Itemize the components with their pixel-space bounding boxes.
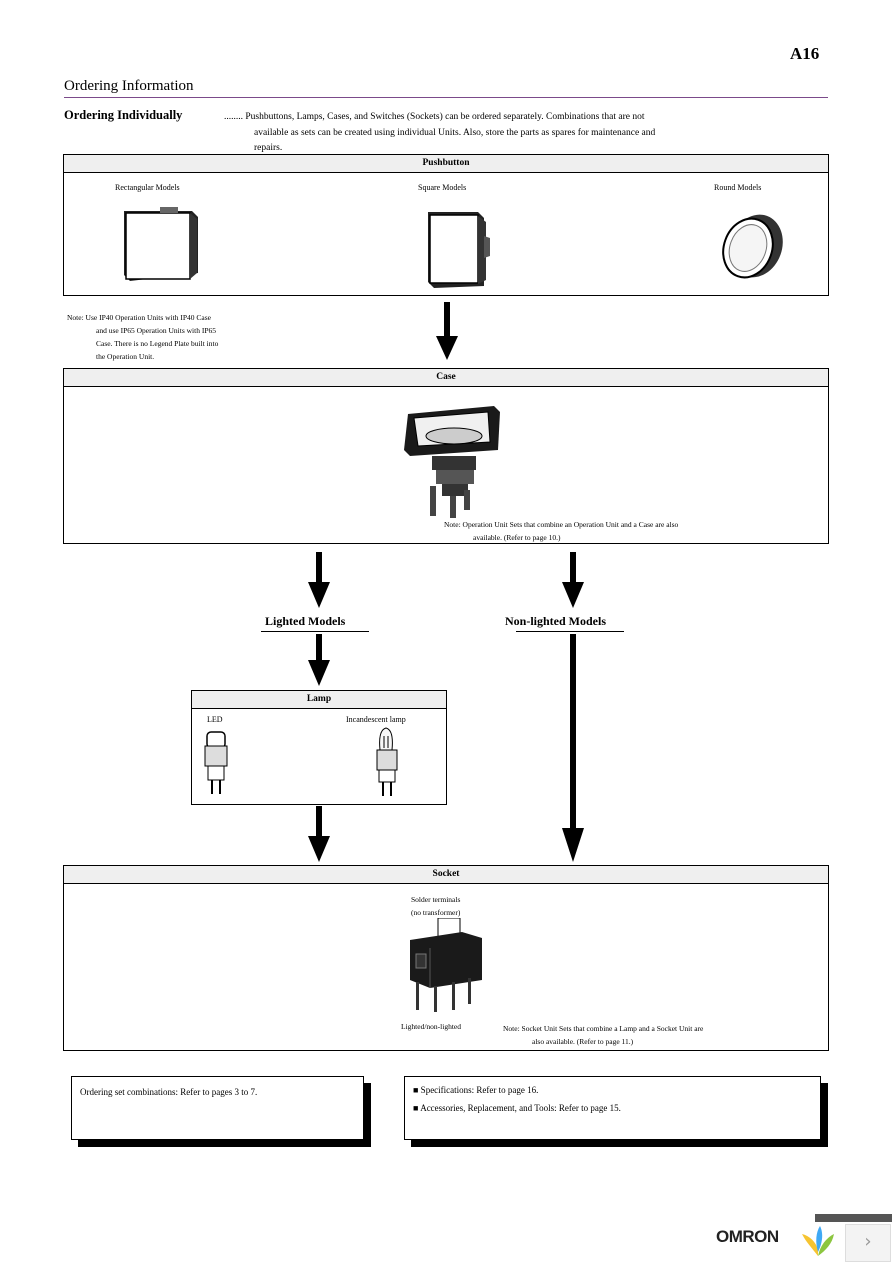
non-lighted-rule xyxy=(516,631,624,632)
arrow-down-icon xyxy=(436,302,458,360)
specifications-ref: ■ Specifications: Refer to page 16. xyxy=(413,1085,539,1095)
socket-image xyxy=(410,918,482,1012)
specs-ref-box: ■ Specifications: Refer to page 16. ■ Ac… xyxy=(404,1076,821,1140)
arrow-down-icon xyxy=(308,552,330,608)
ip-note: Note: Use IP40 Operation Units with IP40… xyxy=(67,313,219,361)
ordering-individually-label: Ordering Individually xyxy=(64,108,183,122)
case-title: Case xyxy=(64,369,828,387)
arrow-down-icon xyxy=(562,634,584,862)
lamp-box: Lamp xyxy=(191,690,447,805)
arrow-down-icon xyxy=(308,634,330,686)
socket-note: Note: Socket Unit Sets that combine a La… xyxy=(503,1024,704,1046)
square-pushbutton-image xyxy=(428,212,490,288)
led-lamp-image xyxy=(204,731,228,794)
case-note: Note: Operation Unit Sets that combine a… xyxy=(444,520,679,542)
ordering-individually-description: ........ Pushbuttons, Lamps, Cases, and … xyxy=(224,110,674,157)
nav-bar xyxy=(815,1214,892,1222)
app-logo-icon xyxy=(802,1226,834,1256)
round-models-label: Round Models xyxy=(714,183,762,192)
arrow-down-icon xyxy=(562,552,584,608)
socket-title: Socket xyxy=(64,866,828,884)
section-rule xyxy=(64,97,828,98)
incandescent-lamp-image xyxy=(376,727,398,796)
desc-line-2: available as sets can be created using i… xyxy=(254,127,656,138)
led-label: LED xyxy=(207,715,223,724)
ordering-set-ref: Ordering set combinations: Refer to page… xyxy=(80,1087,258,1097)
lighted-non-lighted-caption: Lighted/non-lighted xyxy=(401,1022,461,1031)
lighted-rule xyxy=(261,631,369,632)
ordering-set-ref-box: Ordering set combinations: Refer to page… xyxy=(71,1076,364,1140)
round-pushbutton-image xyxy=(722,214,783,279)
socket-box: Socket xyxy=(63,865,829,1051)
lamp-title: Lamp xyxy=(192,691,446,709)
arrow-down-icon xyxy=(308,806,330,862)
desc-line-3: repairs. xyxy=(254,143,283,153)
next-page-button[interactable]: › xyxy=(845,1224,891,1262)
desc-line-1: ........ Pushbuttons, Lamps, Cases, and … xyxy=(224,112,645,122)
non-lighted-models-label: Non-lighted Models xyxy=(505,614,607,628)
omron-logo: OMRON xyxy=(716,1227,779,1246)
section-title: Ordering Information xyxy=(64,78,194,94)
incandescent-label: Incandescent lamp xyxy=(346,715,406,724)
rectangular-models-label: Rectangular Models xyxy=(115,183,180,192)
page-code: A16 xyxy=(790,44,820,63)
square-models-label: Square Models xyxy=(418,183,467,192)
lighted-models-label: Lighted Models xyxy=(265,614,346,628)
pushbutton-title: Pushbutton xyxy=(64,155,828,173)
accessories-ref: ■ Accessories, Replacement, and Tools: R… xyxy=(413,1103,621,1113)
rectangular-pushbutton-image xyxy=(124,207,198,281)
solder-terminals-label: Solder terminals (no transformer) xyxy=(411,895,461,917)
case-image xyxy=(404,406,500,518)
